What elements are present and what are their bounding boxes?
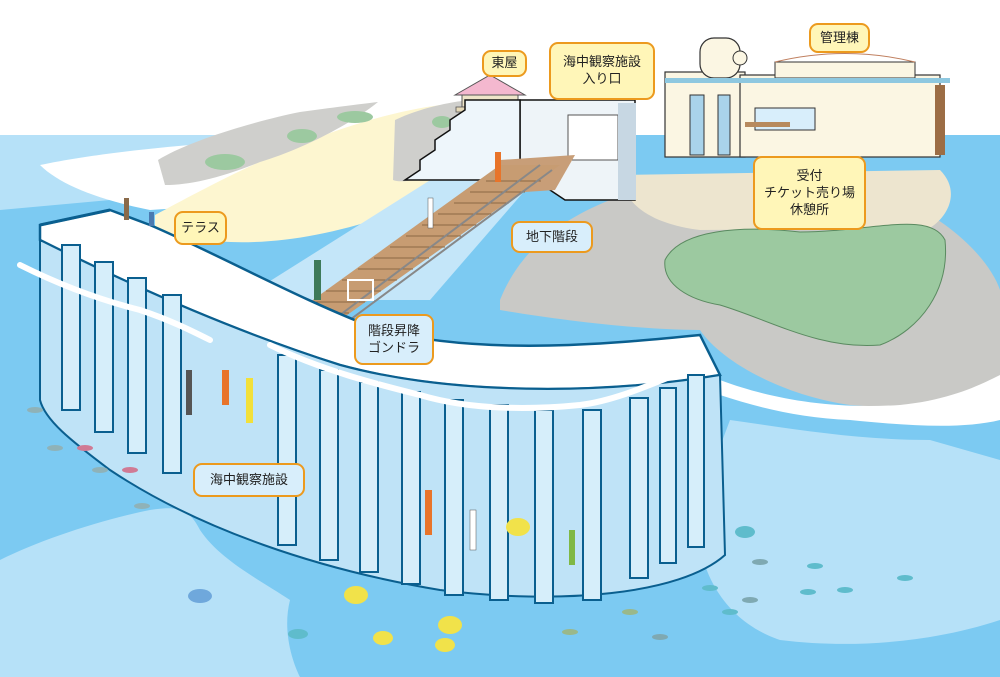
label-undersea-observatory: 海中観察施設 bbox=[193, 463, 305, 497]
bush bbox=[432, 116, 452, 128]
label-reception-line1: 受付 bbox=[796, 168, 823, 184]
label-observatory-entrance-line1: 海中観察施設 bbox=[562, 55, 641, 70]
label-observatory-entrance-line2: 入り口 bbox=[582, 72, 622, 87]
label-terrace-text: テラス bbox=[181, 220, 220, 236]
observatory-pillars bbox=[61, 244, 705, 604]
label-stair-gondola-line2: ゴンドラ bbox=[367, 340, 420, 356]
label-stair-gondola: 階段昇降 ゴンドラ bbox=[354, 314, 434, 365]
label-underground-stairs-text: 地下階段 bbox=[525, 229, 578, 245]
bush bbox=[287, 129, 317, 143]
visitors bbox=[124, 152, 575, 565]
bush bbox=[205, 154, 245, 170]
label-azumaya: 東屋 bbox=[482, 50, 527, 77]
waterline-foam bbox=[17, 262, 703, 411]
label-stair-gondola-line1: 階段昇降 bbox=[367, 323, 420, 339]
sea-horizon-foam bbox=[0, 135, 300, 210]
label-undersea-observatory-text: 海中観察施設 bbox=[209, 472, 288, 488]
label-observatory-entrance: 海中観察施設 入り口 bbox=[549, 42, 655, 100]
label-reception-line3: 休憩所 bbox=[789, 202, 829, 218]
label-reception-line2: チケット売り場 bbox=[763, 185, 855, 201]
fish-school bbox=[27, 407, 913, 652]
label-admin-building-text: 管理棟 bbox=[819, 30, 859, 46]
label-reception: 受付 チケット売り場 休憩所 bbox=[753, 156, 866, 230]
label-admin-building: 管理棟 bbox=[809, 23, 870, 53]
cliff-foam bbox=[720, 375, 1000, 426]
lower-shallows bbox=[698, 420, 1000, 644]
foreground-shallows bbox=[0, 508, 300, 677]
label-terrace: テラス bbox=[174, 211, 227, 245]
label-azumaya-text: 東屋 bbox=[491, 56, 518, 71]
entrance-structure bbox=[402, 99, 636, 201]
deck-rim bbox=[39, 208, 111, 227]
bush bbox=[337, 111, 373, 123]
admin-building bbox=[664, 37, 950, 158]
label-underground-stairs: 地下階段 bbox=[511, 221, 593, 253]
